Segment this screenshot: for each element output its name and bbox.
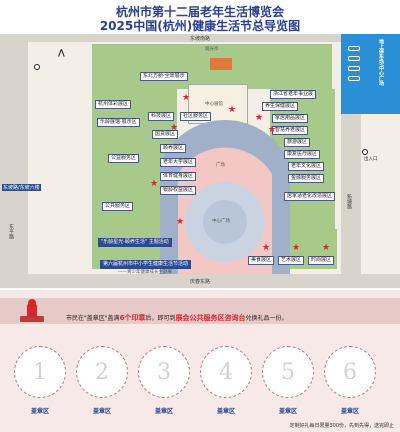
star-icon: ★ <box>262 243 271 253</box>
booth-label[interactable]: 乐龄展馆·展示区 <box>97 118 140 127</box>
road-bottom <box>28 274 400 288</box>
stamp-label-2: 盖章区 <box>92 408 111 415</box>
location-pin-icon[interactable] <box>362 149 368 155</box>
car-icon <box>348 66 360 71</box>
booth-label[interactable]: 体育健身展区 <box>160 172 197 181</box>
star-icon: ★ <box>255 113 264 123</box>
north-arrow-icon: ⋀ <box>58 48 65 57</box>
booth-label[interactable]: 东北方舱·全景展示 <box>140 72 188 81</box>
booth-label[interactable]: 杭州体彩展区 <box>95 100 132 109</box>
stamp-slot-4[interactable]: 4 <box>200 346 252 398</box>
stamp-slot-1[interactable]: 1 <box>14 346 66 398</box>
booth-label[interactable]: 颐养展区 <box>160 144 187 153</box>
page-title-line-1: 杭州市第十二届老年生活博览会 <box>115 5 284 19</box>
road-label-bottom: 庆春东路 <box>190 279 211 285</box>
promo-stage-label[interactable]: "乐龄星光·颐养生活" 主题活动 <box>98 238 172 247</box>
bottom-note-line-1: 第六届杭州市中小学生健康生活节活动 <box>100 260 192 269</box>
star-icon: ★ <box>268 125 277 135</box>
booth-label[interactable]: 美食展区 <box>248 256 275 265</box>
car-icon <box>348 46 360 51</box>
booth-label[interactable]: 旅游展区 <box>284 138 311 147</box>
stamp-slot-5[interactable]: 5 <box>262 346 314 398</box>
booth-label[interactable]: 艺术展区 <box>278 256 305 265</box>
bottom-note-line-2: ——青少年健康成长主题展 <box>118 270 172 275</box>
stamp-slot-6[interactable]: 6 <box>324 346 376 398</box>
stamp-label-4: 盖章区 <box>216 408 235 415</box>
booth-label[interactable]: 时尚展区 <box>308 256 335 265</box>
stamp-promo-section: 市民在"盖章区"盖满6个印章后，即可到展会公共服务区咨询台兑换礼品一份。 1 2… <box>0 290 400 432</box>
parking-label: 地上停车场/中心广场 <box>378 39 384 86</box>
booth-label[interactable]: 养生保健展区 <box>262 102 299 111</box>
booth-label[interactable]: 国货展区 <box>152 130 179 139</box>
road-label-left-side: 东坡路/东坡六楼 <box>2 184 41 191</box>
booth-label[interactable]: 家居用品展区 <box>272 114 309 123</box>
road-top <box>28 34 341 42</box>
center-hall-label: 中心展馆 <box>205 102 223 107</box>
stamp-slot-2[interactable]: 2 <box>76 346 128 398</box>
booth-label[interactable]: 浙江省老年事业展 <box>270 90 317 99</box>
star-icon: ★ <box>176 217 185 227</box>
booth-label[interactable]: 科技展区 <box>148 112 175 121</box>
booth-label[interactable]: 康复医疗展区 <box>284 150 321 159</box>
booth-label[interactable]: 社区服务区 <box>180 112 212 121</box>
location-pin-icon[interactable] <box>34 64 40 70</box>
page-title-line-2: 2025中国(杭州)健康生活节总导览图 <box>99 19 301 33</box>
pavilion-top-label: 观光亭 <box>205 47 219 52</box>
star-icon: ★ <box>150 179 159 189</box>
stamp-label-6: 盖章区 <box>340 408 359 415</box>
road-left <box>0 34 28 288</box>
booth-label[interactable]: 银龄权益展区 <box>160 186 197 195</box>
promo-band <box>0 298 400 324</box>
booth-label[interactable]: 公益服务区 <box>108 154 140 163</box>
venue-map[interactable]: 东坡南路 东平路 庆春东路 新塘路 东坡路/东坡六楼 中心展馆 观光亭 广场 中… <box>0 34 400 288</box>
exit-note: 出入口 <box>364 157 378 162</box>
promo-footer-note: 定制好礼每日限量300份，先到先得，送完即止 <box>289 423 394 429</box>
pavilion-top-block[interactable] <box>210 58 232 70</box>
star-icon: ★ <box>182 93 191 103</box>
booth-label[interactable]: 老年文化展区 <box>288 162 325 171</box>
booth-label[interactable]: 老年大学展区 <box>160 158 197 167</box>
booth-label[interactable]: 居家适老化改造展区 <box>284 192 336 201</box>
road-label-top: 东坡南路 <box>190 36 211 42</box>
star-icon: ★ <box>322 243 331 253</box>
stamp-instructions: 市民在"盖章区"盖满6个印章后，即可到展会公共服务区咨询台兑换礼品一份。 <box>66 314 288 322</box>
star-icon: ★ <box>170 123 179 133</box>
car-icon <box>348 76 360 81</box>
stamp-label-5: 盖章区 <box>278 408 297 415</box>
booth-label[interactable]: 金融服务展区 <box>288 174 325 183</box>
booth-label[interactable]: 公共服务区 <box>102 202 134 211</box>
road-label-left: 东平路 <box>8 224 14 239</box>
inner-plaza-label: 中心广场 <box>212 219 230 224</box>
car-icon <box>348 56 360 61</box>
road-right <box>341 114 361 274</box>
stamp-label-1: 盖章区 <box>30 408 49 415</box>
plaza-label: 广场 <box>216 163 225 168</box>
stamp-label-3: 盖章区 <box>154 408 173 415</box>
parking-lot[interactable] <box>341 34 400 114</box>
stamp-slot-3[interactable]: 3 <box>138 346 190 398</box>
stamp-icon <box>20 299 44 322</box>
star-icon: ★ <box>292 243 301 253</box>
road-label-right: 新塘路 <box>346 194 352 209</box>
booth-label[interactable]: 智慧养老展区 <box>272 126 309 135</box>
star-icon: ★ <box>228 105 237 115</box>
